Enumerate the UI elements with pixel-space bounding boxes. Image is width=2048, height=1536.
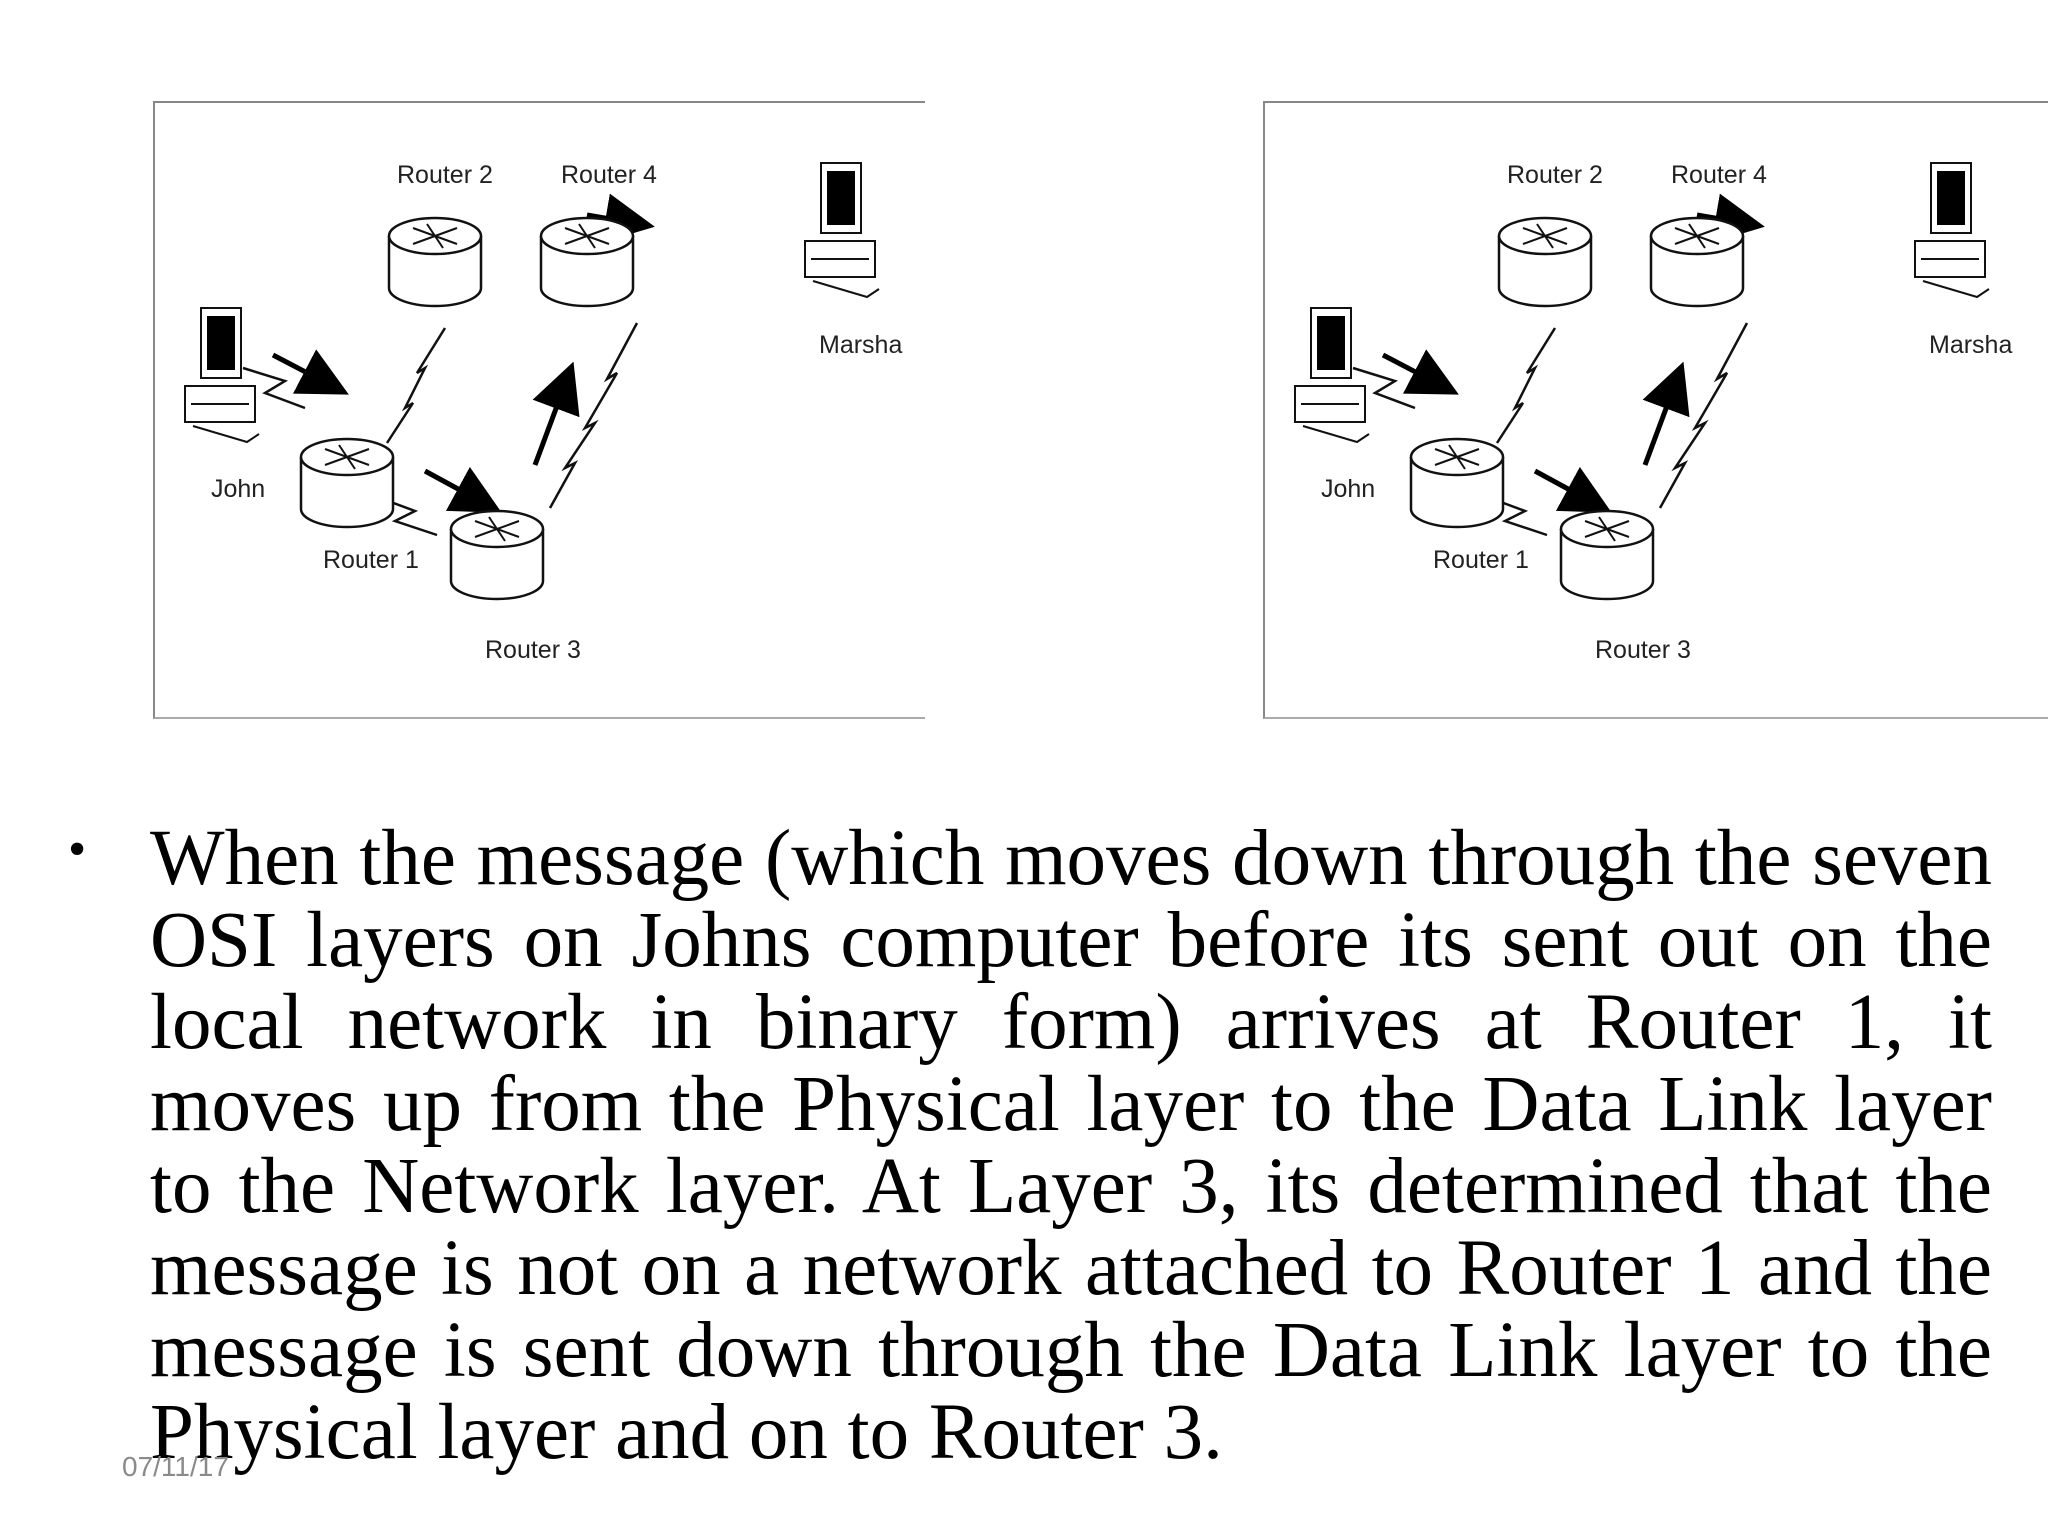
label-router3: Router 3 [485, 636, 581, 664]
router-icon [1409, 437, 1505, 529]
network-diagram-right: Router 2 Router 4 Marsha John Router 1 R… [1263, 101, 2048, 719]
label-router4: Router 4 [1671, 161, 1767, 189]
computer-icon [1914, 162, 1990, 299]
computer-icon [804, 162, 880, 299]
computer-icon [1294, 307, 1370, 444]
label-router2: Router 2 [397, 161, 493, 189]
network-diagram-left: Router 2 Router 4 Marsha John Router 1 R… [153, 101, 925, 719]
label-router3: Router 3 [1595, 636, 1691, 664]
label-router1: Router 1 [323, 546, 419, 574]
traffic-arrows [1381, 193, 1765, 513]
label-router1: Router 1 [1433, 546, 1529, 574]
router-icon [1497, 216, 1593, 308]
router-icon [1649, 216, 1745, 308]
bullet-text: When the message (which moves down throu… [150, 815, 1992, 1476]
router-icon [539, 216, 635, 308]
router-icon [299, 437, 395, 529]
label-john: John [211, 475, 265, 503]
label-marsha: Marsha [819, 331, 902, 359]
label-marsha: Marsha [1929, 331, 2012, 359]
computer-icon [184, 307, 260, 444]
router-icon [1559, 509, 1655, 601]
label-router4: Router 4 [561, 161, 657, 189]
router-icon [449, 509, 545, 601]
bullet-symbol: • [68, 821, 87, 878]
label-john: John [1321, 475, 1375, 503]
slide-date: 07/11/17 [122, 1451, 229, 1482]
traffic-arrows [271, 193, 655, 513]
label-router2: Router 2 [1507, 161, 1603, 189]
router-icon [387, 216, 483, 308]
